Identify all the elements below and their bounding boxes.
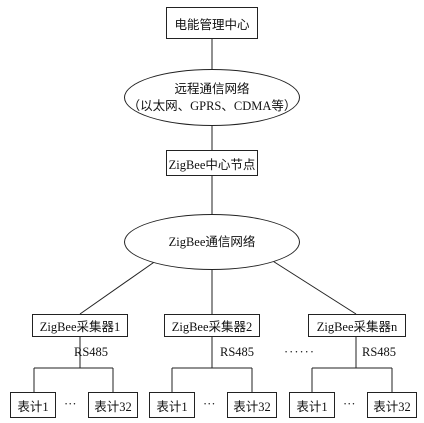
bus-label-n: RS485 [362,345,397,359]
meter-first-1: 表计1 [10,392,56,418]
remote-network-node: 远程通信网络 （以太网、GPRS、CDMA等） [124,69,300,126]
meter-ellipsis-1: ··· [64,397,77,411]
energy-management-center-node: 电能管理中心 [166,7,258,39]
bus-label-1: RS485 [74,345,109,359]
link-network-to-collector-1 [79,257,161,315]
remote-network-subtitle: （以太网、GPRS、CDMA等） [127,98,297,113]
meter-first-n: 表计1 [289,392,335,418]
meter-last-2: 表计32 [227,392,277,418]
remote-network-title: 远程通信网络 [174,81,250,96]
bus-label-2: RS485 [220,345,255,359]
zigbee-network-label: ZigBee通信网络 [168,234,256,249]
collector-node-1: ZigBee采集器1 [32,314,128,337]
meter-ellipsis-2: ··· [203,397,216,411]
meter-first-2: 表计1 [149,392,195,418]
meter-last-n: 表计32 [367,392,417,418]
meter-last-1: 表计32 [88,392,138,418]
link-network-to-collector-n [267,257,357,315]
zigbee-network-node: ZigBee通信网络 [124,214,300,270]
collector-label-1: ZigBee采集器1 [39,320,121,334]
energy-management-center-label: 电能管理中心 [174,17,250,32]
zigbee-center-label: ZigBee中心节点 [168,157,256,172]
collector-label-n: ZigBee采集器n [316,320,398,334]
zigbee-center-node: ZigBee中心节点 [166,150,258,176]
collector-gap-ellipsis: ······ [284,345,315,359]
collector-node-2: ZigBee采集器2 [164,314,260,337]
collector-node-n: ZigBee采集器n [308,314,406,337]
collector-label-2: ZigBee采集器2 [171,320,253,334]
meter-ellipsis-n: ··· [343,397,356,411]
